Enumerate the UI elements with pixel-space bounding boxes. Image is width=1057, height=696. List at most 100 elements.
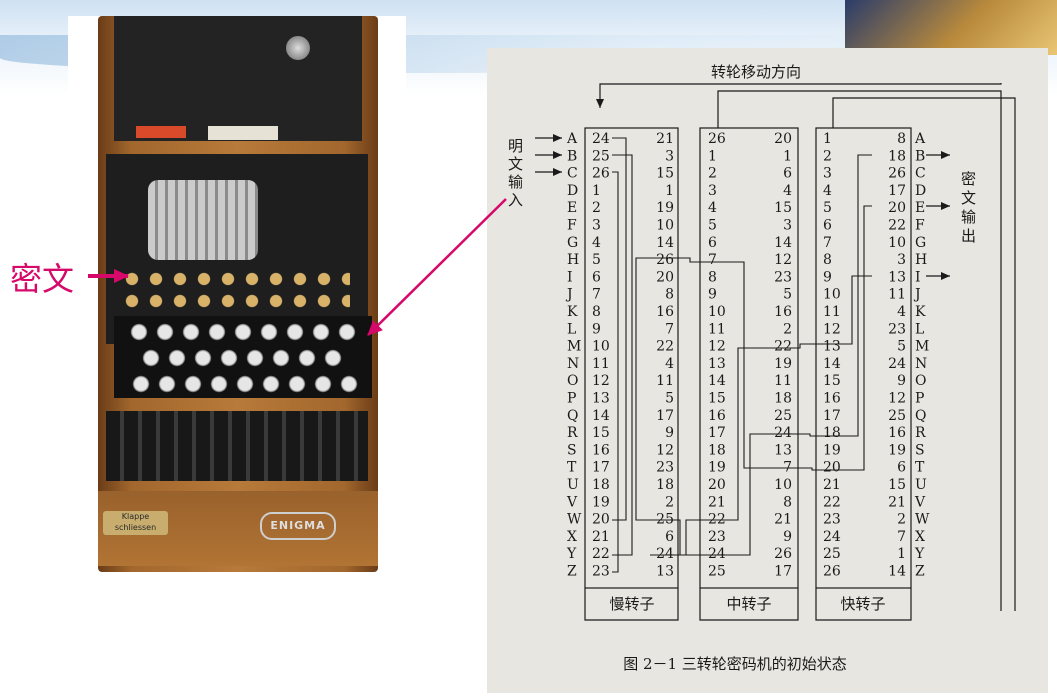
slow-rotor-name: 慢转子 xyxy=(609,595,654,613)
mid-right-number-2: 1 xyxy=(783,148,792,164)
slow-right-number-13: 22 xyxy=(656,339,674,355)
fast-left-number-23: 23 xyxy=(823,512,841,528)
letter-right-22: V xyxy=(914,494,926,510)
letter-right-10: J xyxy=(913,287,921,303)
slow-left-number-18: 15 xyxy=(592,425,610,441)
wire-25-24 xyxy=(650,519,726,556)
fast-right-number-24: 7 xyxy=(897,529,906,545)
cipher-output-char-1: 密 xyxy=(961,170,976,188)
letter-left-2: B xyxy=(567,148,577,164)
mid-right-number-22: 8 xyxy=(783,494,792,510)
wire-7-7 xyxy=(726,261,776,469)
slow-right-number-26: 13 xyxy=(656,564,674,580)
mid-left-number-25: 24 xyxy=(708,546,726,562)
letter-left-8: H xyxy=(567,252,579,268)
letter-right-18: R xyxy=(915,425,926,441)
middle-rotor-right-column: 2016415314122351622219111825241371082192… xyxy=(774,131,792,580)
middle-rotor-tab xyxy=(699,588,799,621)
letter-right-6: F xyxy=(915,218,925,234)
mid-left-number-20: 19 xyxy=(708,460,726,476)
letter-right-26: Z xyxy=(915,564,925,580)
mid-right-number-5: 15 xyxy=(774,200,792,216)
slow-right-number-2: 3 xyxy=(665,148,674,164)
mid-left-number-19: 18 xyxy=(708,442,726,458)
fast-right-number-3: 26 xyxy=(888,166,906,182)
letter-left-7: G xyxy=(567,235,578,251)
fast-rotor-box xyxy=(815,127,912,589)
mid-right-number-4: 4 xyxy=(783,183,792,199)
slow-right-number-1: 21 xyxy=(656,131,674,147)
cipher-output-char-2: 文 xyxy=(961,189,976,207)
enigma-logo: ENIGMA xyxy=(260,512,336,540)
fast-right-number-25: 1 xyxy=(897,546,906,562)
mid-right-number-26: 17 xyxy=(774,564,792,580)
fast-right-number-9: 13 xyxy=(888,269,906,285)
mid-left-number-2: 1 xyxy=(708,148,717,164)
letter-right-13: M xyxy=(915,339,929,355)
letter-left-4: D xyxy=(567,183,578,199)
mid-right-number-15: 11 xyxy=(774,373,792,389)
slow-rotor-tab xyxy=(584,588,679,621)
fast-right-number-5: 20 xyxy=(888,200,906,216)
mid-left-number-12: 11 xyxy=(708,321,726,337)
wiring-paths xyxy=(612,137,872,573)
wire-26-25 xyxy=(635,257,650,521)
fast-right-number-20: 6 xyxy=(897,460,906,476)
slow-left-number-20: 17 xyxy=(592,460,610,476)
plain-input-char-1: 明 xyxy=(508,137,523,155)
slow-right-number-3: 15 xyxy=(656,166,674,182)
letter-right-19: S xyxy=(915,442,925,458)
cipher-label: 密文 xyxy=(10,260,75,298)
wire-22-22 xyxy=(726,347,776,521)
wire-26-7 xyxy=(650,257,726,263)
mid-right-number-6: 3 xyxy=(783,218,792,234)
letter-left-21: U xyxy=(567,477,579,493)
fast-left-number-17: 17 xyxy=(823,408,841,424)
slow-right-number-21: 18 xyxy=(656,477,674,493)
slow-right-number-15: 11 xyxy=(656,373,674,389)
key-row-1 xyxy=(126,320,360,344)
fast-left-number-2: 2 xyxy=(823,148,832,164)
letter-right-14: N xyxy=(915,356,927,372)
mid-right-number-19: 13 xyxy=(774,442,792,458)
letter-right-21: U xyxy=(915,477,927,493)
mid-left-number-9: 8 xyxy=(708,269,717,285)
slow-right-number-20: 23 xyxy=(656,460,674,476)
fast-right-number-1: 8 xyxy=(897,131,906,147)
fast-left-number-12: 12 xyxy=(823,321,841,337)
fast-right-number-21: 15 xyxy=(888,477,906,493)
mid-left-number-8: 7 xyxy=(708,252,717,268)
fast-left-number-15: 15 xyxy=(823,373,841,389)
letter-right-8: H xyxy=(915,252,927,268)
fast-left-number-9: 9 xyxy=(823,269,832,285)
middle-rotor-box xyxy=(699,127,799,589)
slow-left-number-11: 8 xyxy=(592,304,601,320)
knob xyxy=(286,36,310,60)
rotation-arrow-frame-2 xyxy=(717,90,1002,611)
fast-left-number-5: 5 xyxy=(823,200,832,216)
mid-left-number-17: 16 xyxy=(708,408,726,424)
plain-input-char-3: 输 xyxy=(508,173,523,191)
letter-right-17: Q xyxy=(915,408,926,424)
fast-right-number-14: 24 xyxy=(888,356,906,372)
letter-left-14: N xyxy=(567,356,579,372)
mid-right-number-13: 22 xyxy=(774,339,792,355)
letter-left-5: E xyxy=(567,200,577,216)
mid-right-number-23: 21 xyxy=(774,512,792,528)
fast-right-number-18: 16 xyxy=(888,425,906,441)
letter-right-16: P xyxy=(915,391,924,407)
mid-left-number-11: 10 xyxy=(708,304,726,320)
letter-left-26: Z xyxy=(567,564,577,580)
slow-right-number-18: 9 xyxy=(665,425,674,441)
letter-left-3: C xyxy=(567,166,578,182)
fast-left-number-8: 8 xyxy=(823,252,832,268)
fast-left-number-6: 6 xyxy=(823,218,832,234)
slow-left-number-7: 4 xyxy=(592,235,601,251)
slow-left-number-26: 23 xyxy=(592,564,610,580)
fast-right-number-6: 22 xyxy=(888,218,906,234)
slow-left-number-10: 7 xyxy=(592,287,601,303)
letter-right-20: T xyxy=(915,460,925,476)
mid-left-number-7: 6 xyxy=(708,235,717,251)
mid-left-number-24: 23 xyxy=(708,529,726,545)
